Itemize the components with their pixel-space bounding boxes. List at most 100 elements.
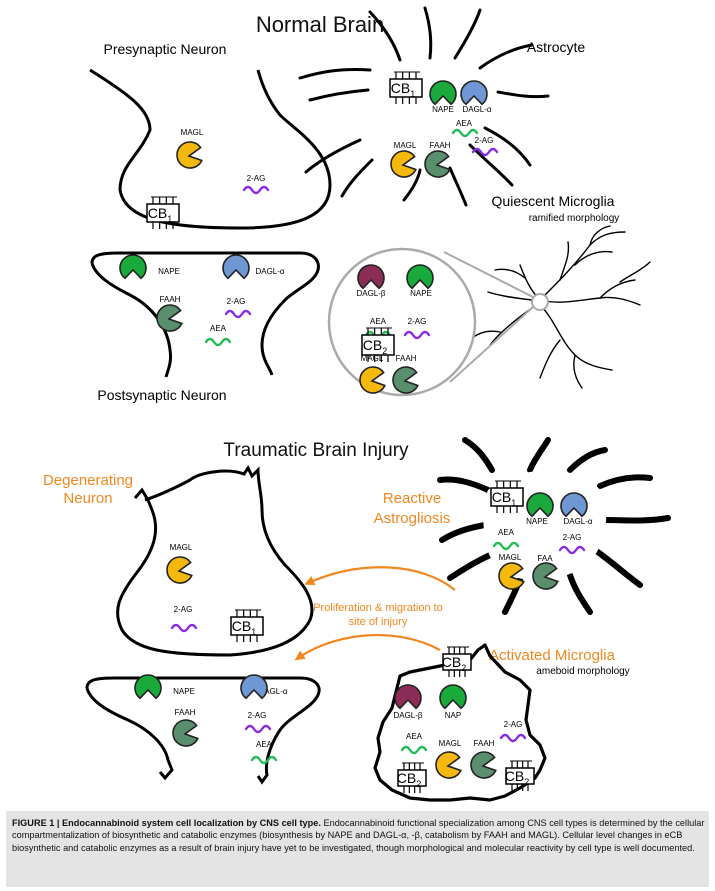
activated-microglia-daglb-label: DAGL-β bbox=[393, 711, 422, 720]
tbi-post-aea-label: AEA bbox=[256, 740, 273, 749]
degenerating-cb1-receptor: CB1 bbox=[230, 609, 264, 642]
astrocyte-nape-label: NAPE bbox=[432, 105, 454, 114]
postsynaptic-faah-label: FAAH bbox=[160, 295, 181, 304]
astrocyte-magl-enzyme bbox=[390, 150, 417, 178]
microglia-migration-arrow bbox=[294, 633, 441, 661]
microglia-2ag-molecule bbox=[403, 330, 431, 340]
microglia-nape-label: NAPE bbox=[410, 289, 432, 298]
microglia-faah-label: FAAH bbox=[396, 354, 417, 363]
postsynaptic-aea-molecule bbox=[204, 337, 232, 347]
astrocyte-faah-enzyme bbox=[424, 150, 451, 178]
microglia-magl-enzyme bbox=[359, 366, 386, 394]
degenerating-neuron-outline bbox=[116, 465, 314, 657]
degenerating-neuron-title-line1: Degenerating bbox=[43, 472, 133, 489]
degenerating-magl-label: MAGL bbox=[170, 543, 193, 552]
zoom-line-top bbox=[443, 251, 534, 298]
reactive-astrogliosis-title-line1: Reactive bbox=[383, 490, 441, 507]
activated-microglia-title: Activated Microglia bbox=[489, 647, 616, 664]
presynaptic-neuron-title: Presynaptic Neuron bbox=[104, 41, 227, 57]
quiescent-microglia-subtitle: ramified morphology bbox=[529, 213, 620, 224]
astrocyte-faah-label: FAAH bbox=[430, 141, 451, 150]
reactive-astro-cb1-receptor-label: CB1 bbox=[492, 489, 516, 508]
figure-diagram: Normal Brain Presynaptic Neuron MAGL 2-A… bbox=[43, 6, 671, 802]
activated-microglia-2ag-molecule bbox=[499, 733, 527, 743]
activated-microglia-subtitle: ameboid morphology bbox=[536, 666, 629, 677]
postsynaptic-2ag-label: 2-AG bbox=[227, 297, 246, 306]
presynaptic-cb1-receptor: CB1 bbox=[146, 196, 180, 229]
astrocyte-nape-enzyme bbox=[429, 80, 457, 106]
tbi-post-2ag-molecule bbox=[244, 724, 272, 734]
reactive-astro-dagla-label: DAGL-α bbox=[563, 517, 592, 526]
astro-migration-arrow bbox=[304, 566, 456, 591]
astrocyte-cb1-receptor: CB1 bbox=[389, 71, 423, 104]
tbi-post-2ag-label: 2-AG bbox=[248, 711, 267, 720]
activated-microglia-cb2-receptor-top-label: CB2 bbox=[442, 654, 466, 673]
astrocyte-aea-molecule bbox=[451, 128, 479, 138]
astrocyte-title: Astrocyte bbox=[527, 39, 586, 55]
reactive-astro-nape-label: NAPE bbox=[526, 517, 548, 526]
microglia-daglb-label: DAGL-β bbox=[356, 289, 385, 298]
ramified-microglia-branches bbox=[471, 225, 651, 389]
astrocyte-2ag-label: 2-AG bbox=[475, 136, 494, 145]
activated-microglia-magl-enzyme bbox=[435, 751, 462, 779]
microglia-zoom-anchor bbox=[531, 293, 549, 311]
microglia-cb2-receptor: CB2 bbox=[361, 327, 395, 362]
tbi-post-nape-label: NAPE bbox=[173, 687, 195, 696]
degenerating-2ag-label: 2-AG bbox=[174, 605, 193, 614]
tbi-postsynaptic-outline bbox=[85, 676, 321, 785]
presynaptic-neuron-outline bbox=[89, 68, 332, 230]
migration-label-line2: site of injury bbox=[349, 616, 408, 628]
activated-microglia-aea-molecule bbox=[400, 745, 428, 755]
activated-microglia-cb2-receptor-left: CB2 bbox=[397, 762, 427, 793]
postsynaptic-nape-enzyme bbox=[119, 254, 147, 280]
activated-microglia-magl-label: MAGL bbox=[439, 739, 462, 748]
activated-microglia-cb2-receptor-left-label: CB2 bbox=[397, 770, 421, 789]
activated-microglia-faah-label: FAAH bbox=[474, 739, 495, 748]
astrocyte-cb1-receptor-label: CB1 bbox=[391, 80, 415, 99]
normal-brain-title: Normal Brain bbox=[256, 12, 384, 37]
astrocyte-dagla-enzyme bbox=[460, 80, 488, 106]
tbi-title: Traumatic Brain Injury bbox=[223, 440, 409, 461]
activated-microglia-aea-label: AEA bbox=[406, 732, 423, 741]
postsynaptic-2ag-molecule bbox=[224, 309, 252, 319]
microglia-daglb-enzyme bbox=[357, 264, 385, 290]
microglia-magl-label: MAGL bbox=[361, 354, 384, 363]
activated-microglia-faah-enzyme bbox=[470, 751, 497, 779]
enzyme-markers bbox=[119, 80, 588, 779]
presynaptic-magl-label: MAGL bbox=[181, 128, 204, 137]
astrocyte-2ag-molecule bbox=[471, 147, 499, 157]
tbi-post-nape-enzyme bbox=[134, 674, 162, 700]
activated-microglia-cb2-receptor-right: CB2 bbox=[505, 760, 535, 791]
caption-box: FIGURE 1 | Endocannabinoid system cell l… bbox=[6, 811, 709, 887]
activated-microglia-nape-enzyme bbox=[439, 684, 467, 710]
reactive-astro-magl-label: MAGL bbox=[499, 553, 522, 562]
reactive-astro-2ag-molecule bbox=[558, 545, 586, 555]
activated-microglia-cb2-receptor-top: CB2 bbox=[442, 646, 472, 677]
reactive-astro-aea-molecule bbox=[492, 541, 520, 551]
presynaptic-2ag-label: 2-AG bbox=[247, 174, 266, 183]
tbi-post-dagla-enzyme bbox=[240, 674, 268, 700]
activated-microglia-2ag-label: 2-AG bbox=[504, 720, 523, 729]
degenerating-cb1-receptor-label: CB1 bbox=[232, 618, 256, 637]
astrocyte-aea-label: AEA bbox=[456, 119, 473, 128]
microglia-2ag-label: 2-AG bbox=[408, 317, 427, 326]
postsynaptic-faah-enzyme bbox=[156, 304, 183, 332]
migration-label-line1: Proliferation & migration to bbox=[313, 602, 443, 614]
degenerating-2ag-molecule bbox=[170, 623, 198, 633]
activated-microglia-daglb-enzyme bbox=[394, 684, 422, 710]
reactive-astro-aea-label: AEA bbox=[498, 528, 515, 537]
astrocyte-magl-label: MAGL bbox=[394, 141, 417, 150]
ligand-markers bbox=[170, 128, 586, 765]
presynaptic-magl-enzyme bbox=[176, 141, 203, 169]
zoom-line-bottom bbox=[449, 306, 534, 383]
tbi-post-faah-label: FAAH bbox=[175, 708, 196, 717]
microglia-nape-enzyme bbox=[406, 264, 434, 290]
activated-microglia-outline bbox=[373, 643, 547, 802]
reactive-astrogliosis-title-line2: Astrogliosis bbox=[374, 510, 451, 527]
tbi-post-dagla-label: DAGL-α bbox=[258, 687, 287, 696]
astrocyte-processes bbox=[298, 6, 550, 207]
reactive-astro-dagla-enzyme bbox=[560, 492, 588, 518]
degenerating-magl-enzyme bbox=[166, 556, 193, 584]
postsynaptic-dagla-enzyme bbox=[222, 254, 250, 280]
reactive-astro-cb1-receptor: CB1 bbox=[490, 480, 524, 513]
